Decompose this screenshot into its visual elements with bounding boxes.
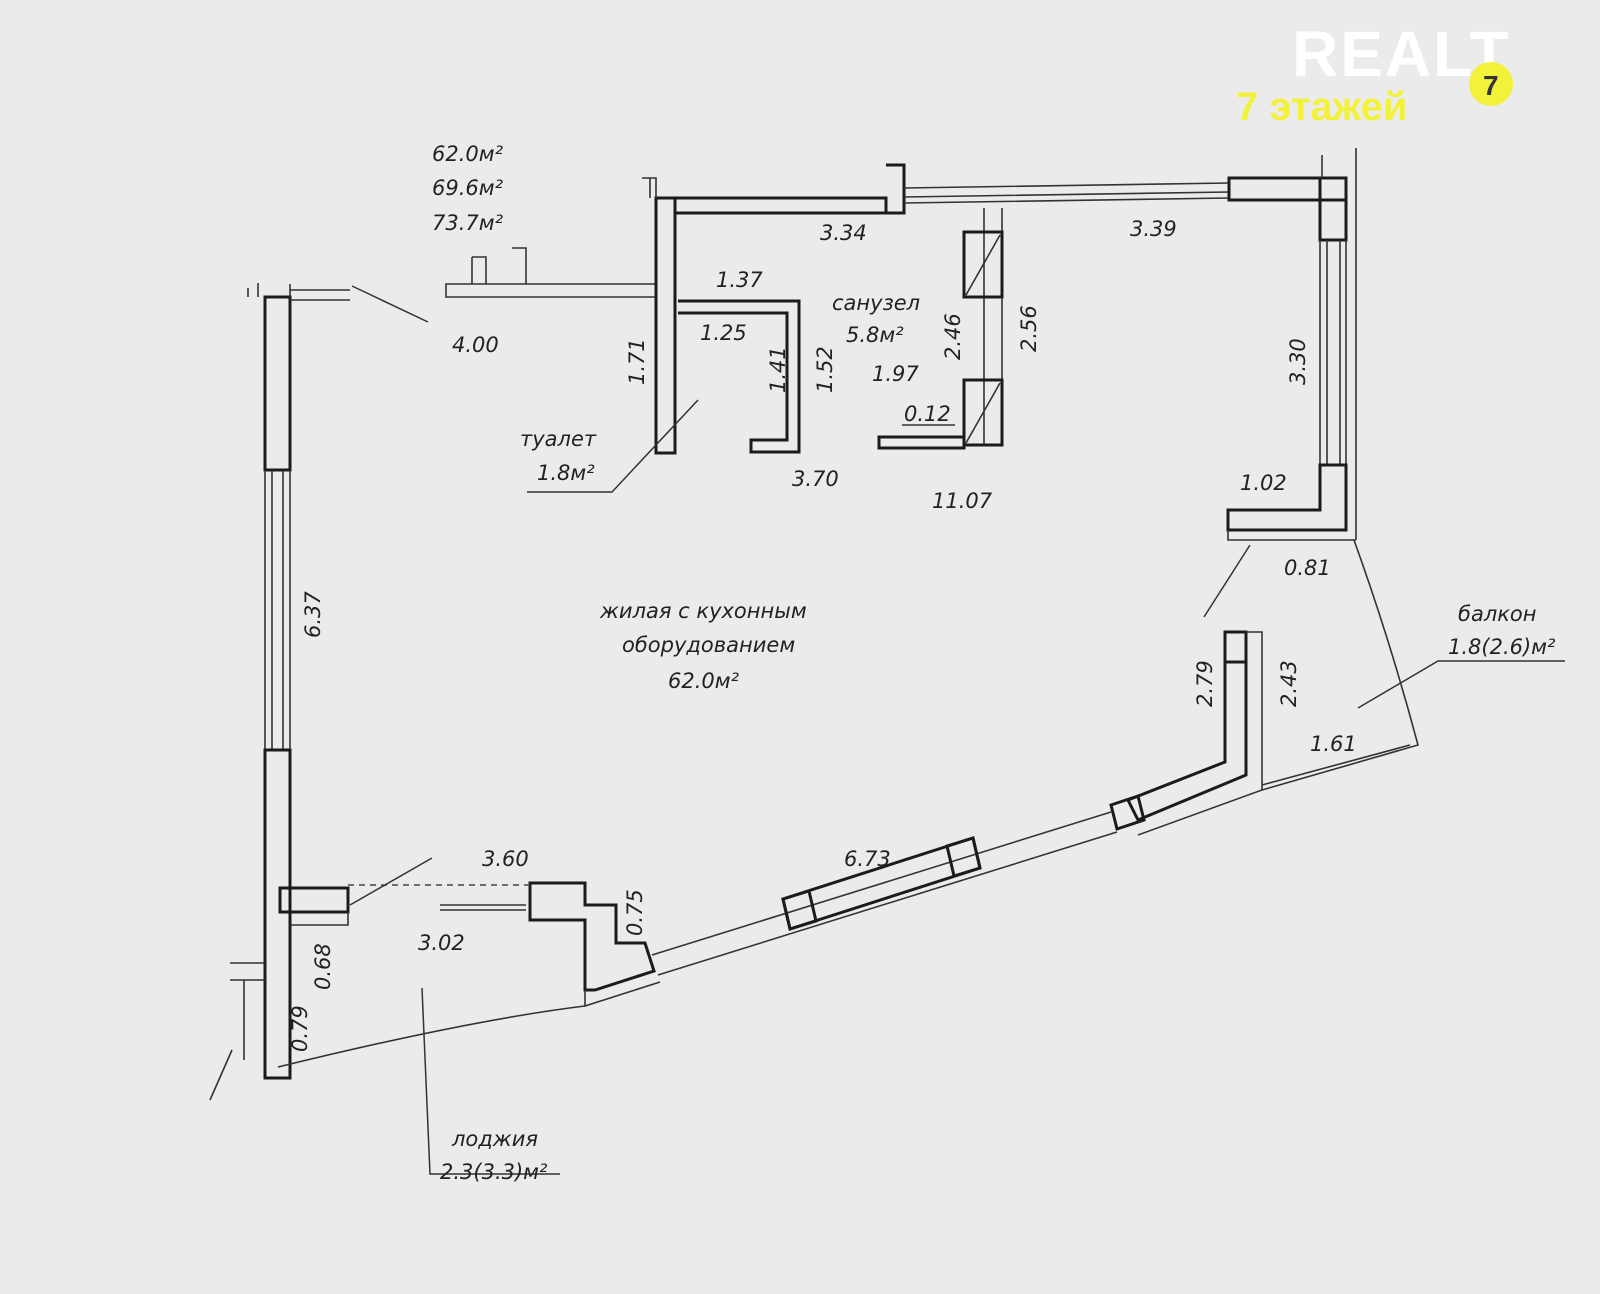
right-wall-lower-sill [1227, 530, 1356, 541]
area-summary-1: 62.0м² [432, 142, 504, 166]
balcony-area: 1.8(2.6)м² [1448, 635, 1556, 659]
watermark: REALT 7 7 этажей [1236, 18, 1513, 129]
dim-6-73: 6.73 [844, 847, 891, 871]
right-top-cap [1321, 148, 1357, 540]
floor-badge-icon [1469, 62, 1513, 106]
loggia-area: 2.3(3.3)м² [440, 1160, 548, 1184]
dim-3-30: 3.30 [1286, 338, 1310, 385]
floors-label: 7 этажей [1236, 85, 1407, 129]
bathroom-name: санузел [832, 291, 920, 315]
left-window [264, 470, 291, 750]
top-wall-window [903, 182, 1230, 204]
right-wall-upper [1318, 176, 1348, 242]
balcony-inner-line [1261, 744, 1411, 786]
bottom-window-line-2 [657, 831, 1118, 976]
dim-0-79: 0.79 [288, 1005, 312, 1052]
bathroom-right-partition [983, 208, 1003, 445]
dim-1-97: 1.97 [872, 362, 919, 386]
bathroom-bottom-wall [877, 435, 966, 450]
dim-0-68: 0.68 [311, 943, 335, 990]
bottom-window-mullion-1-left [781, 889, 818, 931]
bottom-window-line-1 [651, 811, 1112, 956]
dim-2-43: 2.43 [1277, 660, 1301, 707]
left-wall-upper [263, 295, 292, 472]
leader-balcony [1357, 660, 1565, 709]
dim-1-52: 1.52 [813, 346, 837, 393]
dim-0-81: 0.81 [1284, 556, 1331, 580]
dim-2-56: 2.56 [1017, 305, 1041, 352]
toilet-name: туалет [520, 427, 597, 451]
lower-right-pier [1125, 630, 1248, 822]
loggia-name: лоджия [451, 1127, 538, 1151]
dim-2-46: 2.46 [941, 313, 965, 360]
dim-1-25: 1.25 [700, 321, 747, 345]
toilet-area: 1.8м² [537, 461, 595, 485]
leader-0-81 [1203, 544, 1251, 618]
bottom-window-mullion-1-right [945, 836, 982, 878]
loggia-left-stub-line [290, 912, 349, 926]
area-summary-3: 73.7м² [432, 211, 504, 235]
dim-0-75: 0.75 [623, 889, 647, 936]
bathroom-duct-lower-diag [965, 382, 1001, 444]
area-summary-2: 69.6м² [432, 176, 504, 200]
living-name-line1: жилая с кухонным [599, 599, 807, 623]
leader-loggia [421, 987, 560, 1175]
right-top-corner [1227, 176, 1348, 202]
dim-3-34: 3.34 [820, 221, 867, 245]
dim-0-12: 0.12 [904, 402, 951, 426]
bathroom-duct-upper [962, 230, 1004, 299]
dim-1-02: 1.02 [1240, 471, 1287, 495]
dim-1-61: 1.61 [1310, 732, 1357, 756]
left-wall-lower [263, 748, 292, 1080]
bottom-left-cap [209, 962, 265, 1101]
leader-3-60 [349, 857, 433, 906]
corridor-wall-stub [471, 247, 527, 284]
lower-right-pier-outer [1137, 631, 1263, 836]
toilet-partition [678, 299, 801, 454]
labels: 62.0м² 69.6м² 73.7м² 4.00 3.34 3.39 1.37… [288, 142, 1556, 1184]
dim-1-71: 1.71 [625, 338, 649, 385]
bathroom-duct-lower [962, 378, 1004, 447]
floor-badge-number: 7 [1483, 70, 1499, 101]
dim-3-02: 3.02 [418, 931, 465, 955]
dim-3-60: 3.60 [482, 847, 529, 871]
balcony-name: балкон [1458, 602, 1537, 626]
leader-lines [349, 285, 1565, 1175]
bathroom-area: 5.8м² [846, 323, 904, 347]
dim-4-00: 4.00 [452, 333, 499, 357]
dim-1-37: 1.37 [716, 268, 763, 292]
dim-1-41: 1.41 [766, 346, 790, 393]
leader-4-00 [351, 285, 429, 323]
walls [209, 148, 1419, 1101]
lower-right-pier-cap [1223, 630, 1248, 664]
loggia-pier-outer [584, 981, 661, 1008]
living-area: 62.0м² [668, 669, 740, 693]
dim-6-37: 6.37 [301, 591, 325, 638]
dim-3-39: 3.39 [1130, 217, 1177, 241]
top-wall-notch [886, 163, 906, 215]
toilet-left-wall [654, 196, 677, 455]
top-cap-left [642, 177, 657, 198]
left-top-cap [247, 283, 350, 301]
corridor-wall [445, 283, 657, 298]
balcony-outline [1261, 539, 1419, 791]
leader-toilet [527, 399, 699, 493]
right-wall-window [1319, 240, 1347, 465]
loggia-pier [528, 881, 656, 992]
bathroom-duct-upper-diag [965, 234, 1001, 296]
dim-3-70: 3.70 [792, 467, 839, 491]
dim-11-07: 11.07 [932, 489, 993, 513]
loggia-door-swing [440, 904, 526, 911]
living-name-line2: оборудованием [622, 633, 795, 657]
dim-2-79: 2.79 [1193, 660, 1217, 707]
lower-right-window-frame [1109, 794, 1146, 831]
top-wall [656, 196, 888, 215]
loggia-outer-edge [277, 1005, 586, 1068]
